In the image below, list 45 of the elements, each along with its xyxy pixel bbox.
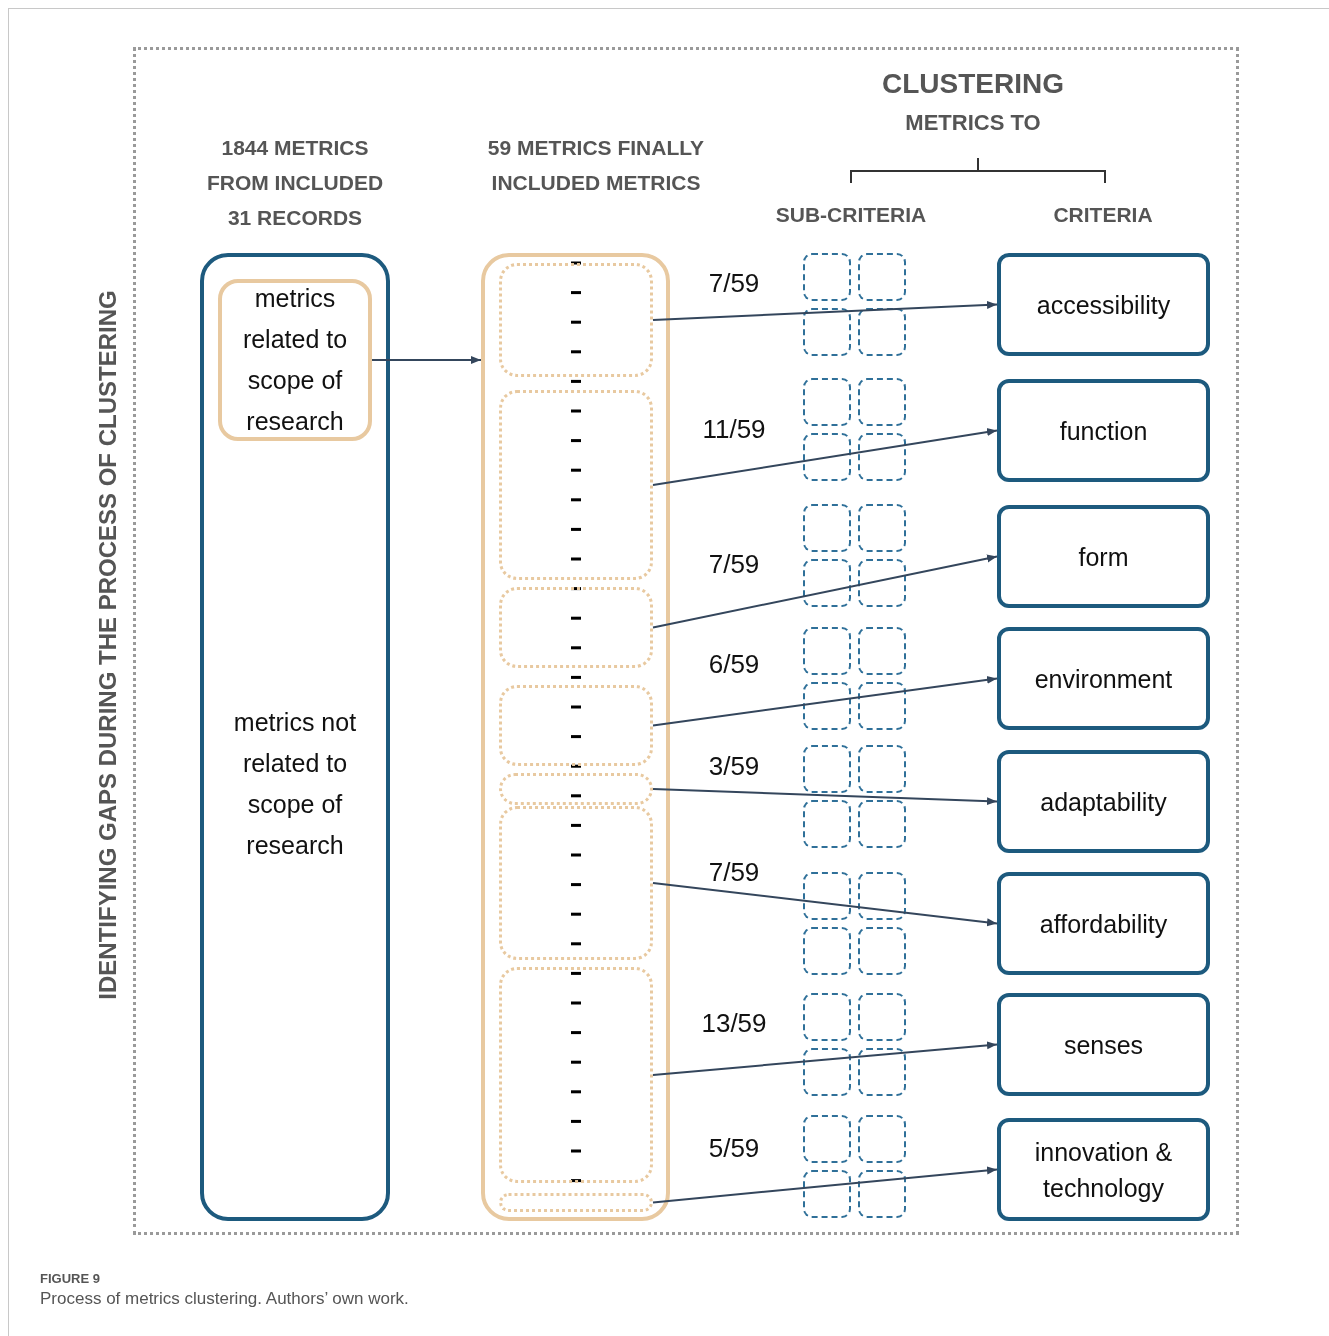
dotted-group-box	[499, 587, 653, 668]
criteria-box	[997, 379, 1210, 482]
dotted-group-box	[499, 1193, 653, 1212]
box-text: accessibility	[1036, 289, 1171, 321]
arrow	[652, 428, 998, 486]
figure-caption: Process of metrics clustering. Authors’ own work.	[40, 1289, 409, 1309]
box-text: metrics related to scope of research	[241, 283, 349, 437]
rounded-box	[218, 279, 372, 441]
arrow	[652, 1166, 998, 1204]
criteria-box	[997, 750, 1210, 853]
section-subheading: METRICS TO	[905, 110, 1041, 136]
column-heading: 59 METRICS FINALLY INCLUDED METRICS	[486, 135, 706, 196]
arrow	[652, 554, 998, 629]
box-text: form	[1078, 541, 1129, 573]
dotted-group-box	[499, 685, 653, 766]
box-text: function	[1059, 415, 1148, 447]
criteria-box	[997, 627, 1210, 730]
box-text: environment	[1034, 663, 1173, 695]
column-heading: CRITERIA	[1053, 203, 1153, 227]
arrow	[652, 788, 998, 806]
dotted-group-box	[499, 967, 653, 1183]
arrow	[652, 675, 998, 727]
arrow	[652, 882, 998, 927]
dotted-group-box	[499, 773, 653, 805]
arrow	[371, 356, 482, 364]
box-text: metrics not related to scope of research	[232, 707, 358, 861]
arrow	[652, 1041, 998, 1076]
criteria-box	[997, 505, 1210, 608]
box-text: senses	[1063, 1029, 1144, 1061]
section-heading: CLUSTERING	[882, 68, 1064, 100]
box-text: affordability	[1039, 908, 1168, 940]
column-heading: 1844 METRICS FROM INCLUDED 31 RECORDS	[205, 135, 385, 231]
arrow	[652, 300, 998, 321]
dotted-group-box	[499, 263, 653, 377]
criteria-box	[997, 872, 1210, 975]
box-text: innovation & technology	[1033, 1136, 1174, 1204]
criteria-box	[997, 253, 1210, 356]
figure-number: FIGURE 9	[40, 1271, 100, 1286]
column-heading: SUB-CRITERIA	[775, 203, 927, 227]
dotted-group-box	[499, 390, 653, 580]
criteria-box	[997, 1118, 1210, 1221]
dotted-group-box	[499, 806, 653, 960]
criteria-box	[997, 993, 1210, 1096]
vertical-heading: IDENTIFYING GAPS DURING THE PROCESS OF CLUSTERING	[94, 290, 122, 1000]
box-text: adaptability	[1040, 786, 1167, 818]
